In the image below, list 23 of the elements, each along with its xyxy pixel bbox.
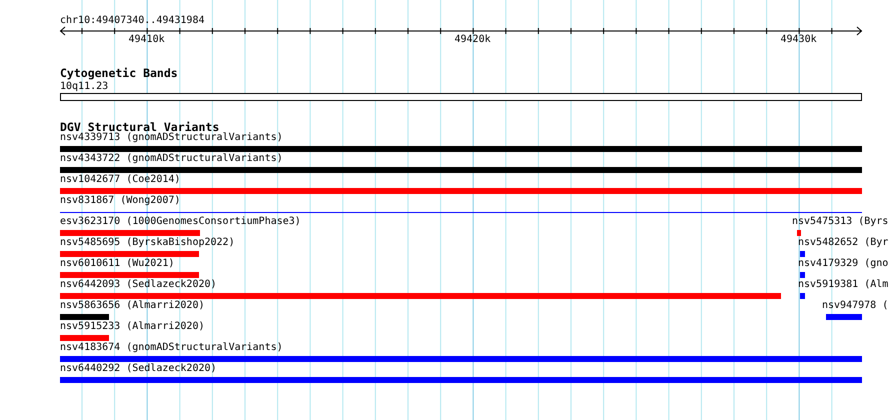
variant-label: nsv5915233 (Almarri2020) bbox=[60, 321, 204, 333]
variant-label: nsv5485695 (ByrskaBishop2022) bbox=[60, 237, 235, 249]
variant-label: nsv4343722 (gnomADStructuralVariants) bbox=[60, 153, 283, 165]
variant-label: nsv5919381 (Alm bbox=[798, 279, 888, 291]
variant-label: nsv4339713 (gnomADStructuralVariants) bbox=[60, 132, 283, 144]
variant-label: nsv5475313 (Byrs bbox=[792, 216, 888, 228]
variant-label: nsv6442093 (Sedlazeck2020) bbox=[60, 279, 217, 291]
variant-label: nsv1042677 (Coe2014) bbox=[60, 174, 180, 186]
variant-label: nsv831867 (Wong2007) bbox=[60, 195, 180, 207]
variant-label: nsv6440292 (Sedlazeck2020) bbox=[60, 363, 217, 375]
variant-label: nsv6010611 (Wu2021) bbox=[60, 258, 174, 270]
variant-label: esv3623170 (1000GenomesConsortiumPhase3) bbox=[60, 216, 301, 228]
variant-label: nsv4179329 (gno bbox=[798, 258, 888, 270]
variant-label: nsv5482652 (Byr bbox=[798, 237, 888, 249]
track-title: Cytogenetic Bands bbox=[60, 67, 178, 80]
variant-label: nsv947978 ( bbox=[822, 300, 888, 312]
locus-label: chr10:49407340..49431984 bbox=[60, 15, 204, 27]
tick-label: 49430k bbox=[780, 34, 817, 46]
tick-label: 49410k bbox=[128, 34, 165, 46]
variant-label: nsv5863656 (Almarri2020) bbox=[60, 300, 204, 312]
band-label: 10q11.23 bbox=[60, 81, 108, 93]
variant-label: nsv4183674 (gnomADStructuralVariants) bbox=[60, 342, 283, 354]
tick-label: 49420k bbox=[454, 34, 491, 46]
